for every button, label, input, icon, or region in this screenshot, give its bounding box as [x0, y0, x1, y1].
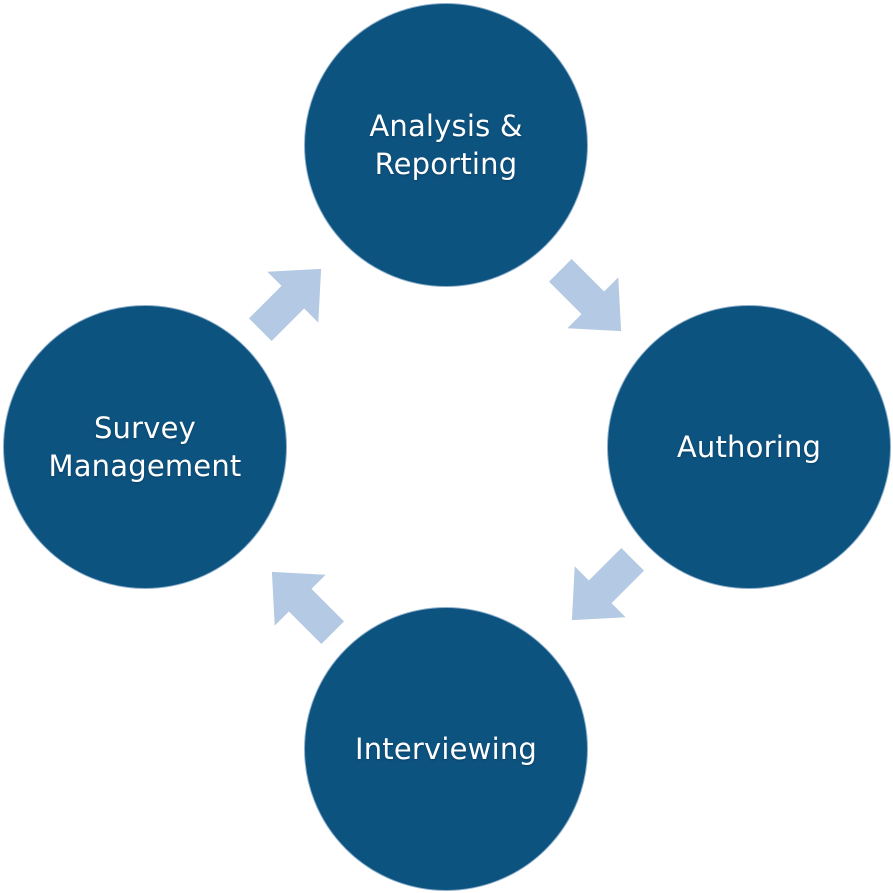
arrow-down-right-icon [535, 245, 645, 355]
node-authoring: Authoring [607, 305, 891, 589]
node-label-analysis-reporting: Analysis & Reporting [369, 109, 523, 181]
node-label-authoring: Authoring [676, 430, 822, 464]
node-label-interviewing: Interviewing [354, 732, 538, 766]
node-interviewing: Interviewing [304, 607, 588, 891]
arrow-down-left-icon [548, 534, 658, 644]
node-survey-management: Survey Management [3, 305, 287, 589]
node-label-survey-management: Survey Management [48, 411, 242, 483]
arrow-up-right-icon [235, 245, 345, 355]
node-analysis-reporting: Analysis & Reporting [304, 3, 588, 287]
arrow-up-left-icon [248, 548, 358, 658]
